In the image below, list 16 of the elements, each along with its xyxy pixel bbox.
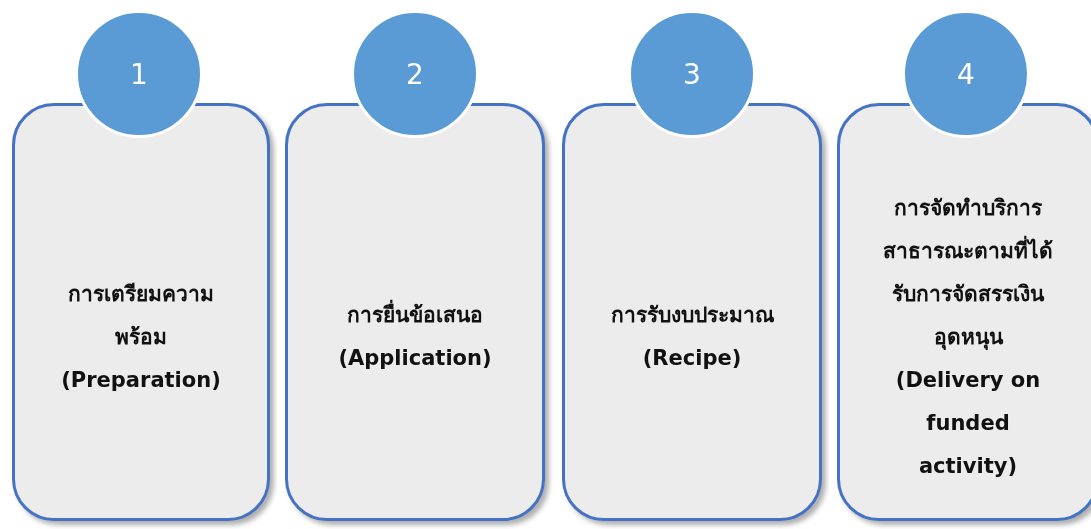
step-card [837,103,1091,521]
step-card [285,103,545,521]
step-card [12,103,270,521]
step-text: (Recipe) [642,345,742,372]
step-text: การรับงบประมาณ [610,302,774,329]
step-number-circle: 3 [628,10,756,138]
step-text: (Preparation) [61,366,221,394]
step-text: การยื่นข้อเสนอ [347,294,483,337]
step-text: การจัดทำบริการสาธารณะตามที่ได้รับการจัดสรรเงินอุดหนุน [882,194,1054,352]
step-number-circle: 1 [75,10,203,138]
step-number-circle: 4 [902,10,1030,138]
step-text: (Delivery on funded activity) [894,366,1042,480]
step-text: การเตรียมความพร้อม [67,280,215,351]
step-number-circle: 2 [351,10,479,138]
step-text: (Application) [338,345,492,372]
step-card [562,103,822,521]
